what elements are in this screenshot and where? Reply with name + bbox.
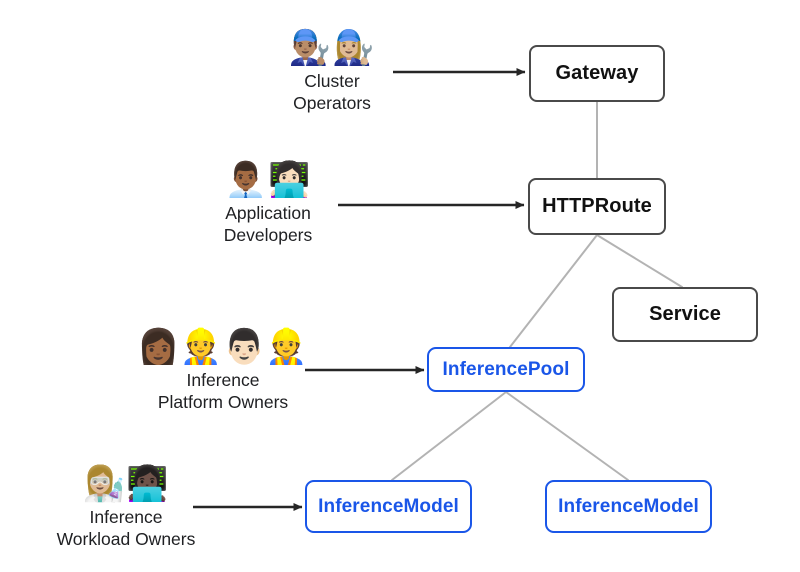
node-httproute-label: HTTPRoute: [542, 195, 652, 217]
node-inferencemodel-2-label: InferenceModel: [558, 495, 699, 517]
persona-label-line1: Inference: [89, 507, 163, 527]
persona-label-inference-platform-owners: Inference Platform Owners: [158, 369, 288, 413]
persona-label-line1: Cluster: [304, 71, 360, 91]
persona-label-line1: Application: [225, 203, 311, 223]
persona-cluster-operators: 👨🏽‍🔧👩🏼‍🔧 Cluster Operators: [232, 28, 432, 114]
persona-label-cluster-operators: Cluster Operators: [293, 70, 371, 114]
persona-label-line2: Operators: [293, 93, 371, 113]
edge-inferencepool-inferencemodel-2: [505, 391, 629, 481]
node-gateway-label: Gateway: [555, 62, 639, 84]
persona-label-inference-workload-owners: Inference Workload Owners: [57, 506, 196, 550]
persona-inference-workload-owners: 👩🏼‍🔬👩🏿‍💻 Inference Workload Owners: [26, 464, 226, 550]
edge-httproute-service: [596, 234, 683, 288]
persona-label-line2: Developers: [223, 225, 313, 245]
persona-label-line1: Inference: [186, 370, 260, 390]
cluster-operators-avatar-icon: 👨🏽‍🔧👩🏼‍🔧: [288, 28, 376, 68]
inference-platform-owners-avatar-icon: 👩🏾‍👷👨🏻‍👷: [137, 327, 309, 367]
node-inferencemodel-1[interactable]: InferenceModel: [305, 480, 472, 533]
edge-inferencepool-inferencemodel-1: [391, 391, 507, 481]
node-httproute[interactable]: HTTPRoute: [528, 178, 666, 235]
persona-label-application-developers: Application Developers: [224, 202, 313, 246]
inference-workload-owners-avatar-icon: 👩🏼‍🔬👩🏿‍💻: [82, 464, 170, 504]
persona-application-developers: 👨🏾‍💼👩🏻‍💻 Application Developers: [168, 160, 368, 246]
persona-label-line2: Workload Owners: [56, 529, 196, 549]
application-developers-avatar-icon: 👨🏾‍💼👩🏻‍💻: [224, 160, 312, 200]
node-inferencemodel-1-label: InferenceModel: [318, 495, 459, 517]
persona-inference-platform-owners: 👩🏾‍👷👨🏻‍👷 Inference Platform Owners: [123, 327, 323, 413]
node-inferencepool[interactable]: InferencePool: [427, 347, 585, 392]
node-service[interactable]: Service: [612, 287, 758, 342]
node-inferencemodel-2[interactable]: InferenceModel: [545, 480, 712, 533]
node-inferencepool-label: InferencePool: [442, 358, 570, 380]
node-gateway[interactable]: Gateway: [529, 45, 665, 102]
edge-httproute-inferencepool: [509, 234, 598, 348]
node-service-label: Service: [649, 303, 721, 325]
persona-label-line2: Platform Owners: [157, 392, 289, 412]
